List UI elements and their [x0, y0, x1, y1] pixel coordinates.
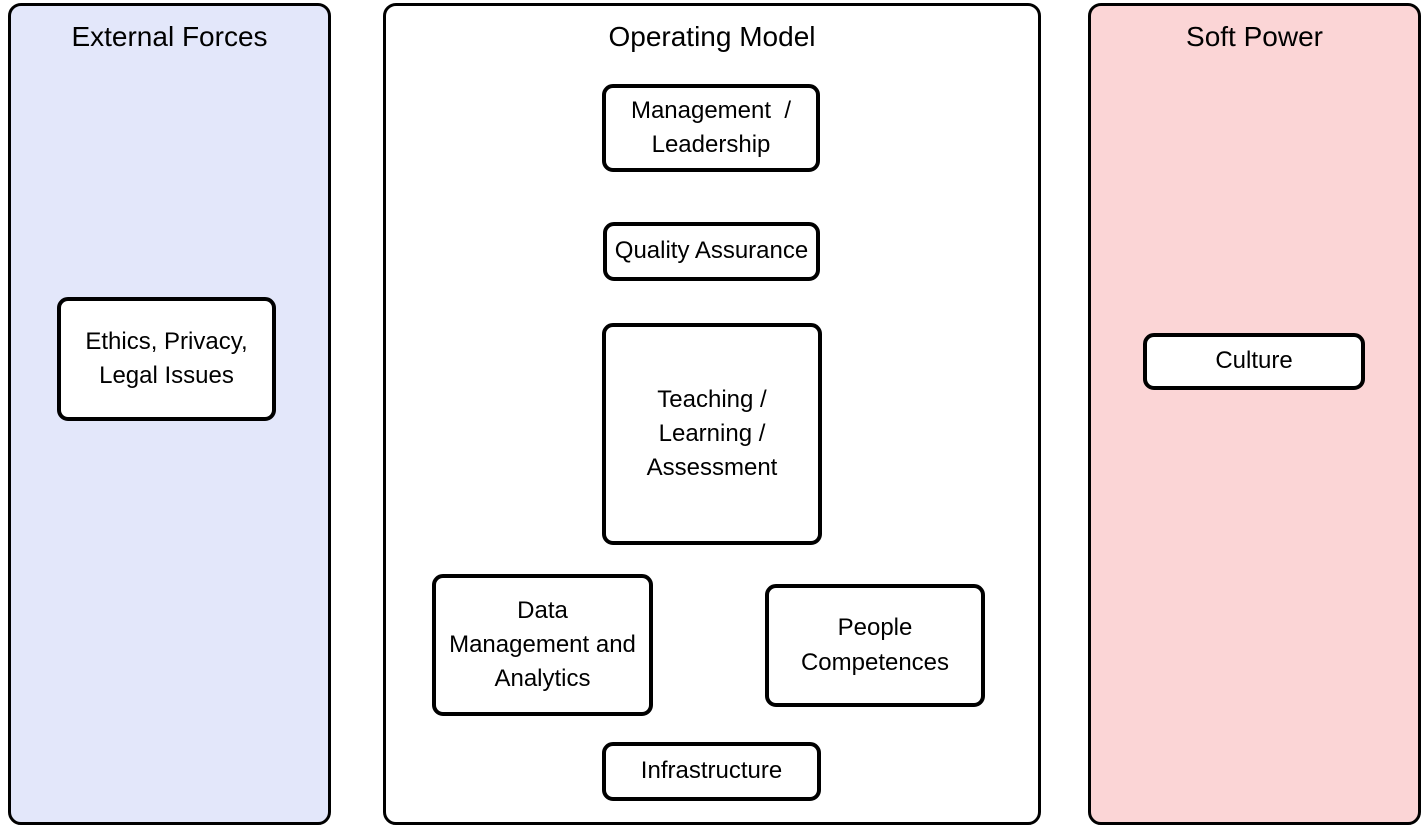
box-management-leadership: Management / Leadership	[602, 84, 820, 172]
box-people-competences: People Competences	[765, 584, 985, 707]
box-culture-label: Culture	[1215, 347, 1293, 375]
box-teaching-learning-assessment-label: Teaching / Learning / Assessment	[646, 385, 778, 482]
box-management-leadership-label: Management / Leadership	[630, 96, 792, 158]
box-infrastructure: Infrastructure	[602, 742, 821, 801]
panel-external-forces: External Forces Ethics, Privacy, Legal I…	[8, 3, 331, 825]
box-people-competences-label: People Competences	[800, 614, 950, 676]
box-data-management-analytics: Data Management and Analytics	[432, 574, 653, 716]
box-culture: Culture	[1143, 333, 1365, 390]
panel-soft-power: Soft Power Culture	[1088, 3, 1421, 825]
box-ethics-privacy-legal-issues-label: Ethics, Privacy, Legal Issues	[85, 327, 248, 389]
panel-external-forces-title: External Forces	[71, 21, 268, 52]
box-quality-assurance: Quality Assurance	[603, 222, 820, 281]
box-data-management-analytics-label: Data Management and Analytics	[449, 596, 636, 693]
panel-operating-model: Operating Model Management / Leadership …	[383, 3, 1041, 825]
panel-operating-model-title: Operating Model	[608, 21, 816, 52]
box-quality-assurance-label: Quality Assurance	[614, 237, 809, 265]
box-teaching-learning-assessment: Teaching / Learning / Assessment	[602, 323, 822, 545]
box-ethics-privacy-legal-issues: Ethics, Privacy, Legal Issues	[57, 297, 276, 421]
panel-soft-power-title: Soft Power	[1186, 21, 1323, 52]
box-infrastructure-label: Infrastructure	[640, 757, 783, 785]
